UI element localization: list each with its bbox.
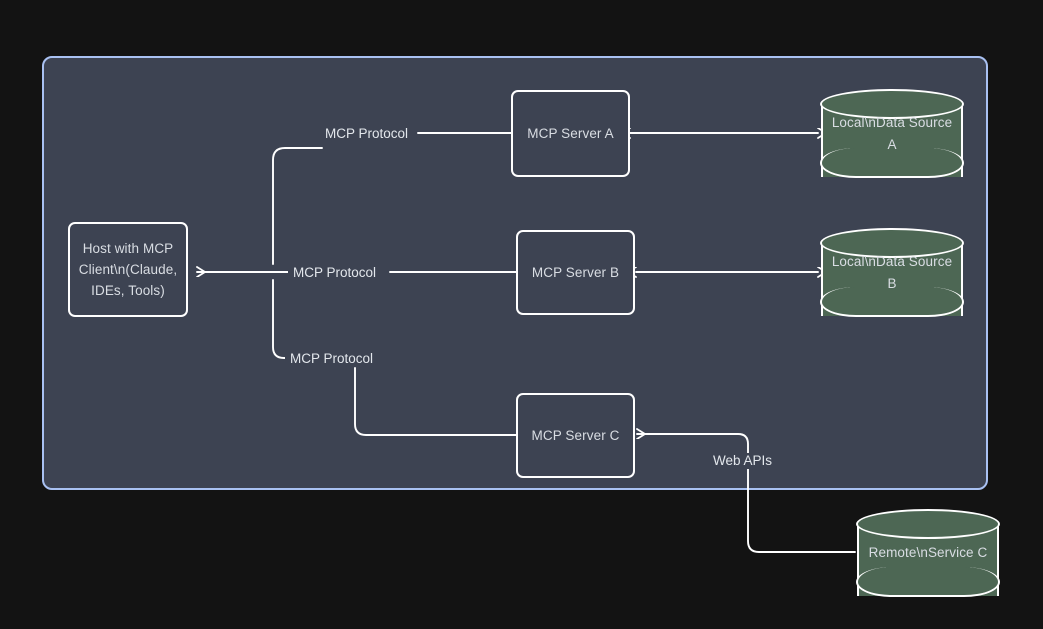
node-local-data-source-a-label: Local\nData Source A — [831, 114, 953, 152]
database-cylinder-shape — [820, 89, 964, 178]
database-cylinder-shape — [856, 509, 1000, 597]
node-mcp-server-a[interactable]: MCP Server A — [511, 90, 630, 177]
node-remote-service-c[interactable]: Remote\nService C — [856, 509, 1000, 597]
node-mcp-server-b[interactable]: MCP Server B — [516, 230, 635, 315]
node-mcp-server-c-label: MCP Server C — [531, 428, 620, 443]
edge-label-protocol-b: MCP Protocol — [288, 265, 382, 281]
node-local-data-source-b-label: Local\nData Source B — [831, 253, 953, 291]
node-mcp-server-a-label: MCP Server A — [527, 126, 614, 141]
node-mcp-server-c[interactable]: MCP Server C — [516, 393, 635, 478]
edge-label-web-apis: Web APIs — [708, 453, 778, 469]
database-cylinder-shape — [820, 228, 964, 317]
node-local-data-source-b[interactable]: Local\nData Source B — [820, 228, 964, 317]
edge-label-protocol-c: MCP Protocol — [285, 351, 379, 367]
node-host-with-mcp-client[interactable]: Host with MCP Client\n(Claude, IDEs, Too… — [68, 222, 188, 317]
node-remote-service-c-label: Remote\nService C — [868, 545, 988, 560]
node-mcp-server-b-label: MCP Server B — [531, 265, 620, 280]
edge-label-protocol-a: MCP Protocol — [320, 126, 414, 142]
node-local-data-source-a[interactable]: Local\nData Source A — [820, 89, 964, 178]
node-host-label: Host with MCP Client\n(Claude, IDEs, Too… — [78, 241, 178, 298]
